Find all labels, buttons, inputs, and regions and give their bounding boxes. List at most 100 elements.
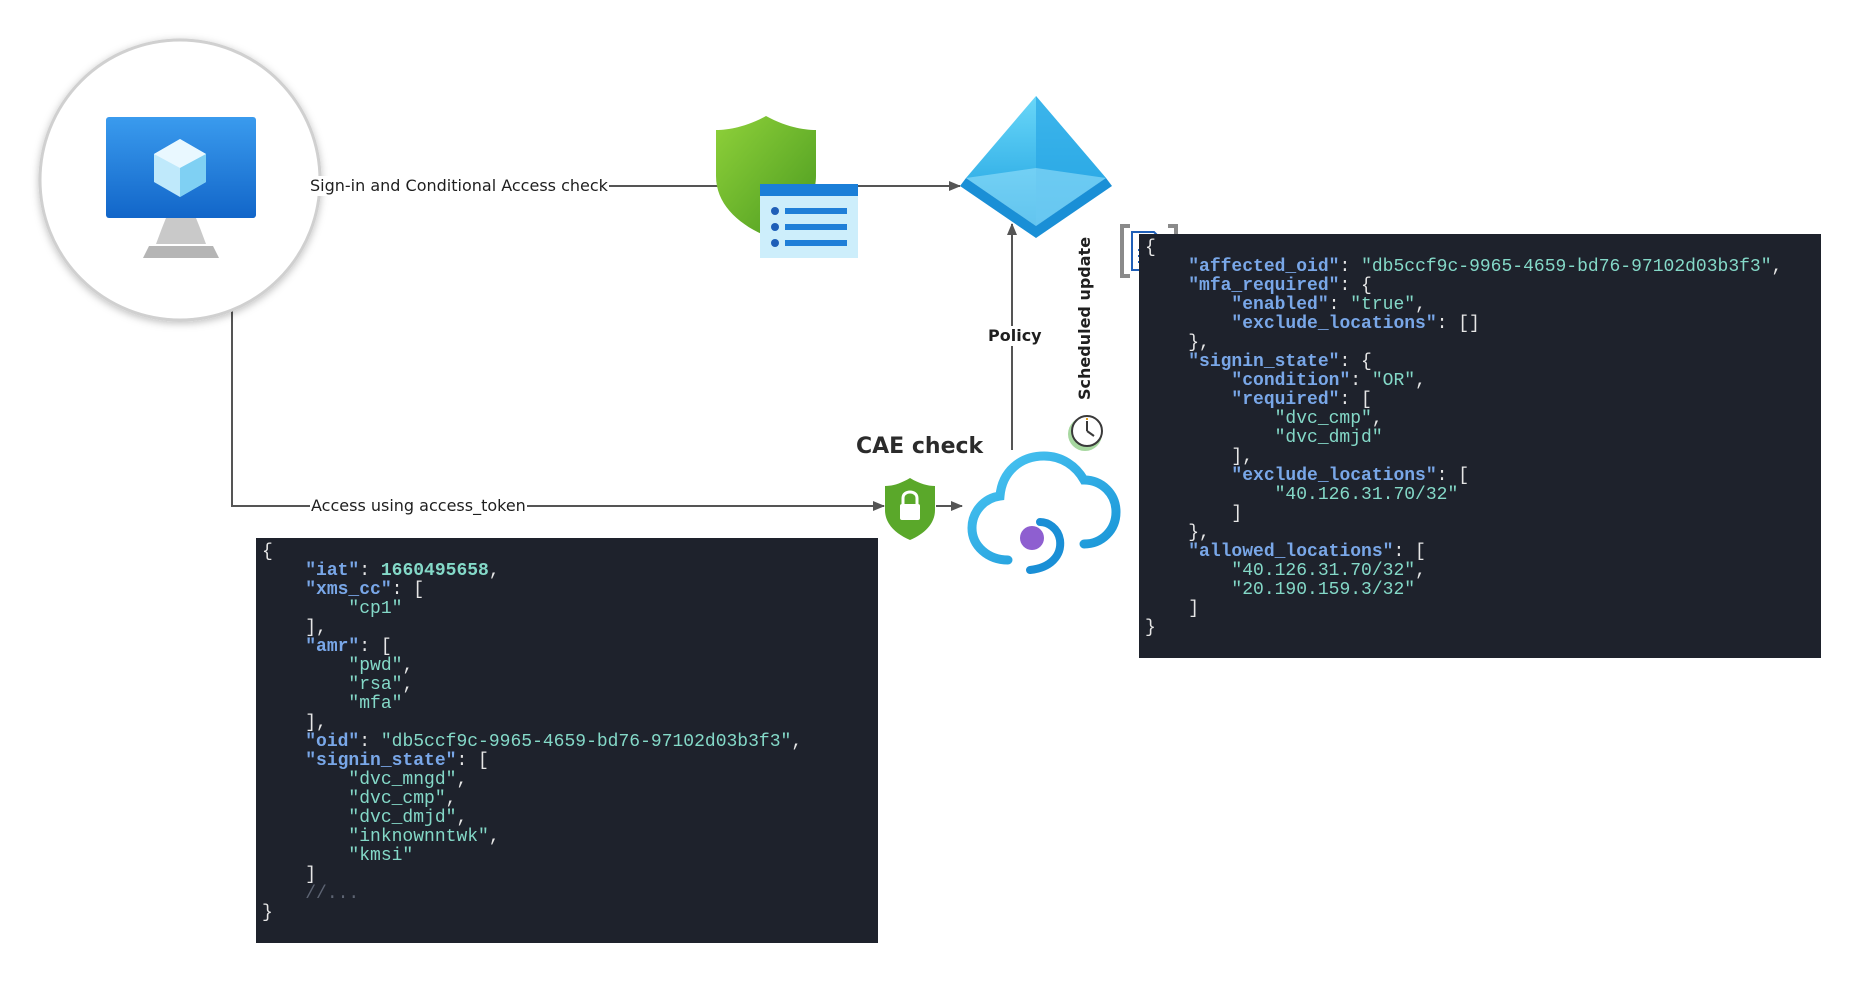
token-json-token: 1660495658	[380, 561, 489, 581]
token-json-token: ,	[791, 732, 803, 752]
token-json-token: "mfa"	[348, 694, 403, 714]
token-json-token	[262, 808, 348, 828]
policy-json-token: "signin_state"	[1188, 352, 1340, 372]
token-json-line: "oid": "db5ccf9c-9965-4659-bd76-97102d03…	[262, 733, 878, 752]
policy-json-token: }	[1145, 618, 1156, 638]
token-json-token	[262, 637, 305, 657]
policy-json-line: "dvc_dmjd"	[1145, 429, 1821, 448]
policy-json-line: "20.190.159.3/32"	[1145, 581, 1821, 600]
token-json-line: "cp1"	[262, 600, 878, 619]
conditional-access-shield-icon	[716, 116, 858, 258]
token-json-token: ],	[262, 618, 327, 638]
azure-ad-pyramid-icon	[960, 96, 1112, 238]
lock-shield-icon	[885, 478, 935, 540]
cae-check-label: CAE check	[856, 434, 984, 459]
token-json-line: "dvc_mngd",	[262, 771, 878, 790]
policy-json-token: "true"	[1350, 295, 1416, 315]
policy-json-token	[1145, 485, 1275, 505]
policy-json-token	[1145, 466, 1231, 486]
policy-json-token: : {	[1339, 352, 1372, 372]
policy-json-token: : [	[1393, 542, 1426, 562]
access-token-json: { "iat": 1660495658, "xms_cc": [ "cp1" ]…	[256, 538, 878, 943]
policy-json-token: ,	[1415, 371, 1426, 391]
token-json-token: : [	[391, 580, 425, 600]
policy-json-line: "required": [	[1145, 391, 1821, 410]
policy-json-token: : []	[1436, 314, 1480, 334]
token-json-token	[262, 846, 348, 866]
token-json-token: :	[359, 732, 381, 752]
policy-json-token: "db5ccf9c-9965-4659-bd76-97102d03b3f3"	[1361, 257, 1772, 277]
token-json-token: //...	[305, 884, 360, 904]
token-json-line: "iat": 1660495658,	[262, 562, 878, 581]
token-json-line: "pwd",	[262, 657, 878, 676]
token-json-line: "mfa"	[262, 695, 878, 714]
policy-json: { "affected_oid": "db5ccf9c-9965-4659-bd…	[1139, 234, 1821, 658]
policy-json-token	[1145, 580, 1231, 600]
policy-json-token	[1145, 542, 1188, 562]
policy-json-token: "OR"	[1371, 371, 1416, 391]
policy-json-line: }	[1145, 619, 1821, 638]
token-json-token: ,	[445, 789, 457, 809]
token-json-line: "dvc_cmp",	[262, 790, 878, 809]
policy-json-line: ],	[1145, 448, 1821, 467]
policy-json-token: "enabled"	[1231, 295, 1329, 315]
policy-json-token	[1145, 314, 1231, 334]
cloud-app-icon	[967, 451, 1121, 574]
policy-json-line: "exclude_locations": []	[1145, 315, 1821, 334]
policy-json-token: ,	[1415, 295, 1426, 315]
token-json-token: "db5ccf9c-9965-4659-bd76-97102d03b3f3"	[380, 732, 792, 752]
token-json-token: ],	[262, 713, 327, 733]
token-json-token	[262, 694, 348, 714]
token-json-token: "cp1"	[348, 599, 403, 619]
token-json-token	[262, 675, 348, 695]
token-json-line: ]	[262, 866, 878, 885]
token-json-token: ,	[456, 770, 468, 790]
token-json-line: "rsa",	[262, 676, 878, 695]
token-json-token: ,	[402, 656, 414, 676]
policy-json-token: "dvc_dmjd"	[1274, 428, 1383, 448]
token-json-token: "signin_state"	[305, 751, 457, 771]
policy-json-token: "exclude_locations"	[1231, 314, 1437, 334]
policy-json-token: : {	[1339, 276, 1372, 296]
token-json-token: "pwd"	[348, 656, 403, 676]
policy-json-line: },	[1145, 524, 1821, 543]
token-json-token: "xms_cc"	[305, 580, 392, 600]
token-json-token: "iat"	[305, 561, 360, 581]
token-json-line: "dvc_dmjd",	[262, 809, 878, 828]
token-json-line: "kmsi"	[262, 847, 878, 866]
policy-json-token: "allowed_locations"	[1188, 542, 1394, 562]
policy-json-line: "40.126.31.70/32",	[1145, 562, 1821, 581]
policy-json-token: :	[1350, 371, 1372, 391]
clock-icon	[1068, 415, 1103, 451]
policy-json-token	[1145, 352, 1188, 372]
policy-json-line: ]	[1145, 505, 1821, 524]
policy-json-line: "allowed_locations": [	[1145, 543, 1821, 562]
token-json-token: ]	[262, 865, 317, 885]
token-json-line: //...	[262, 885, 878, 904]
token-json-token: ,	[456, 808, 468, 828]
access-arrow	[231, 218, 885, 511]
policy-json-token: },	[1145, 333, 1210, 353]
scheduled-update-label: Scheduled update	[1075, 236, 1094, 400]
policy-json-token: :	[1328, 295, 1351, 315]
token-json-token: "rsa"	[348, 675, 403, 695]
policy-json-token	[1145, 257, 1188, 277]
token-json-token: ,	[402, 675, 414, 695]
policy-json-line: "condition": "OR",	[1145, 372, 1821, 391]
policy-json-line: "exclude_locations": [	[1145, 467, 1821, 486]
token-json-token: {	[262, 542, 273, 562]
token-json-token: "inknownntwk"	[348, 827, 489, 847]
token-json-token: "dvc_mngd"	[348, 770, 457, 790]
policy-json-token: ,	[1371, 409, 1383, 429]
token-json-line: "amr": [	[262, 638, 878, 657]
token-json-token	[262, 599, 348, 619]
policy-json-line: {	[1145, 239, 1821, 258]
token-json-token: : [	[456, 751, 489, 771]
token-json-token: "dvc_dmjd"	[348, 808, 457, 828]
token-json-token: :	[359, 561, 381, 581]
access-label: Access using access_token	[310, 496, 527, 516]
token-json-token: : [	[359, 637, 392, 657]
policy-json-token	[1145, 561, 1231, 581]
policy-json-token: "20.190.159.3/32"	[1231, 580, 1416, 600]
policy-json-line: "affected_oid": "db5ccf9c-9965-4659-bd76…	[1145, 258, 1821, 277]
